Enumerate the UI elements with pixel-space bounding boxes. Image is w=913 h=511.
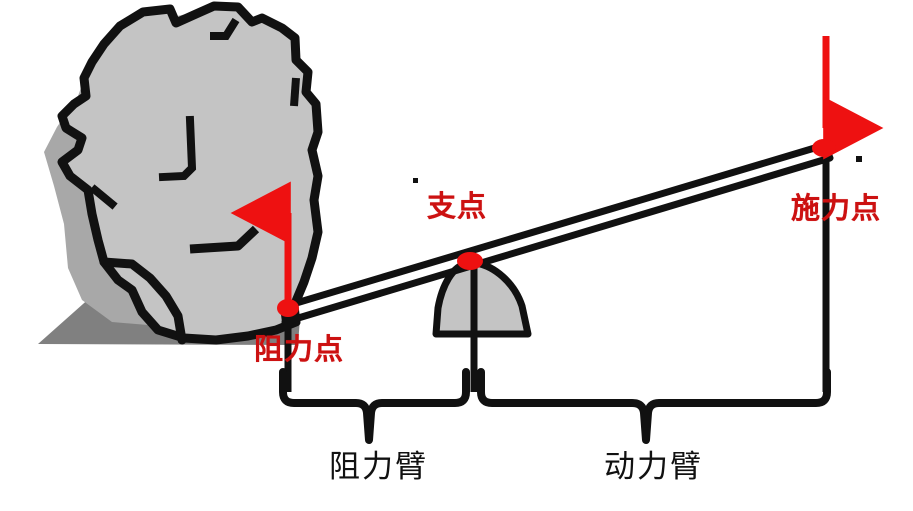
label-effort-point: 施力点 [791,193,882,225]
rock-icon [44,1,323,345]
projection-lines [284,145,830,392]
speck-mark [413,178,418,183]
speck-mark [856,156,862,162]
lever-bar-icon [279,140,834,326]
label-resistance-arm: 阻力臂 [329,449,428,484]
label-resistance-point: 阻力点 [254,334,345,366]
curly-brace-icon-effort [477,368,831,444]
label-effort-arm: 动力臂 [604,449,703,484]
point-marker-fulcrum [457,252,483,270]
point-marker-resistance [277,299,299,317]
curly-brace-icon-resistance [279,368,470,444]
label-fulcrum: 支点 [427,191,488,223]
point-marker-effort [812,139,836,157]
